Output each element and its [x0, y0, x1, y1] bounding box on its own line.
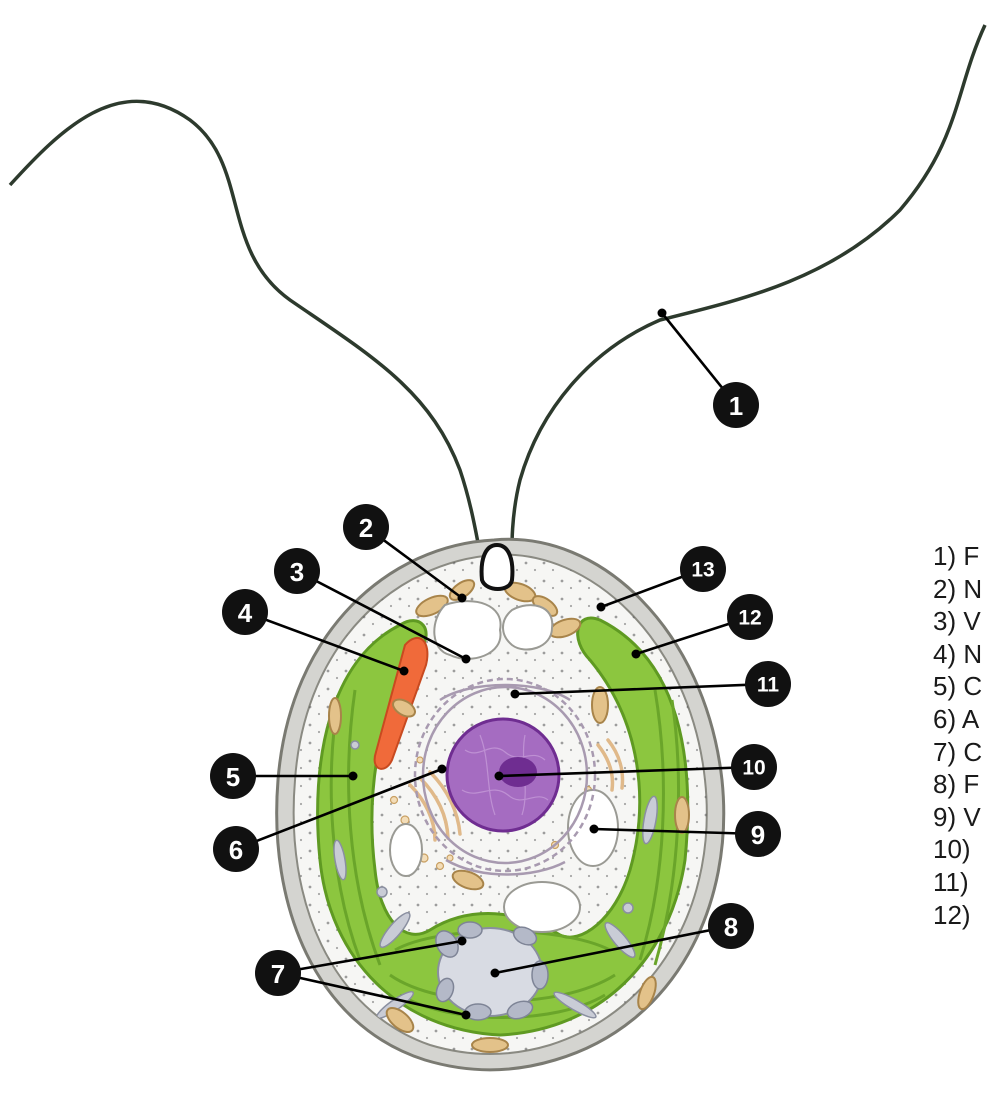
legend-item-1: 1) F [933, 540, 990, 573]
right-flagellum [512, 25, 985, 575]
legend-item-8: 8) F [933, 768, 990, 801]
callout-3-label: 3 [290, 557, 304, 587]
callout-8: 8 [708, 903, 754, 949]
vacuole-left [390, 824, 422, 876]
callout-12-label: 12 [738, 607, 761, 630]
callout-7-label: 7 [271, 959, 285, 989]
vacuole-lower [504, 882, 580, 932]
callout-3: 3 [274, 548, 320, 594]
legend-item-11: 11) [933, 866, 990, 899]
legend-item-4: 4) N [933, 638, 990, 671]
callout-9: 9 [735, 811, 781, 857]
contractile-vacuole-right [503, 605, 552, 649]
callout-10-label: 10 [742, 757, 765, 780]
legend-item-10: 10) [933, 833, 990, 866]
basal-body [482, 545, 513, 589]
callout-2-label: 2 [359, 513, 373, 543]
callout-13-label: 13 [691, 559, 714, 582]
callout-2: 2 [343, 504, 389, 550]
callout-5: 5 [210, 753, 256, 799]
callout-6: 6 [213, 826, 259, 872]
callout-1-label: 1 [729, 391, 743, 421]
legend-item-6: 6) A [933, 703, 990, 736]
callout-7: 7 [255, 950, 301, 996]
legend-item-3: 3) V [933, 605, 990, 638]
nucleolus [499, 757, 537, 787]
legend-item-2: 2) N [933, 573, 990, 606]
callout-12: 12 [727, 594, 773, 640]
callout-1: 1 [713, 382, 759, 428]
callout-8-label: 8 [724, 912, 738, 942]
callout-5-label: 5 [226, 762, 240, 792]
callout-13: 13 [680, 546, 726, 592]
legend-item-7: 7) C [933, 736, 990, 769]
callout-4-label: 4 [238, 598, 253, 628]
legend: 1) F 2) N 3) V 4) N 5) C 6) A 7) C 8) F … [933, 540, 990, 931]
legend-item-12: 12) [933, 899, 990, 932]
callout-10: 10 [731, 744, 777, 790]
callout-11: 11 [745, 661, 791, 707]
legend-item-5: 5) C [933, 670, 990, 703]
callout-9-label: 9 [751, 820, 765, 850]
callout-4: 4 [222, 589, 268, 635]
callout-11-label: 11 [757, 674, 780, 697]
callout-6-label: 6 [229, 835, 243, 865]
contractile-vacuole-left [434, 601, 500, 659]
left-flagellum [10, 101, 485, 575]
legend-item-9: 9) V [933, 801, 990, 834]
